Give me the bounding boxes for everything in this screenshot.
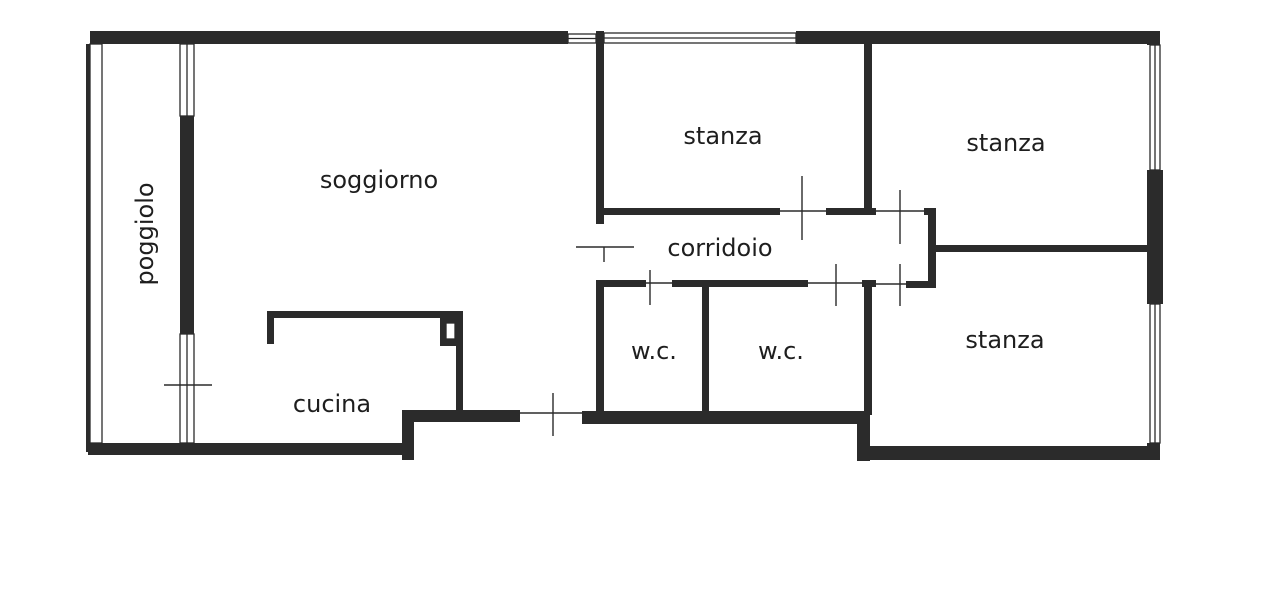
bottom-wall-right: [857, 446, 1160, 460]
bottom-wall-left: [88, 443, 414, 455]
left-wall: [86, 44, 90, 452]
label-stanza-top-right: stanza: [966, 129, 1045, 157]
top-wall-right: [796, 31, 1160, 44]
label-poggiolo: poggiolo: [131, 182, 159, 285]
outer-walls: [86, 31, 1163, 461]
balcony-rail: [89, 43, 103, 444]
wall-stanza-corridor-left: [596, 208, 780, 215]
kitchen-duct-inner: [445, 322, 456, 340]
room-labels: soggiorno poggiolo cucina corridoio w.c.…: [131, 122, 1046, 418]
wall-between-wc: [702, 287, 709, 413]
label-stanza-bottom-right: stanza: [965, 326, 1044, 354]
balcony-wall: [180, 116, 194, 334]
right-wall-bottom: [1147, 443, 1160, 460]
top-wall-left: [90, 31, 568, 44]
label-soggiorno: soggiorno: [320, 166, 438, 194]
label-corridoio: corridoio: [667, 234, 772, 262]
bottom-wall-wc: [582, 411, 870, 424]
wall-between-stanze: [864, 44, 872, 214]
kitchen-top-wall: [267, 311, 462, 318]
label-wc-right: w.c.: [758, 337, 804, 365]
label-cucina: cucina: [293, 390, 371, 418]
wall-corridor-bottom-b: [672, 280, 808, 287]
top-wall-pillar: [596, 31, 604, 44]
wall-stanza-bottom-left: [864, 280, 872, 415]
door-marks: [164, 176, 928, 436]
wall-wc-left: [596, 280, 604, 424]
label-stanza-top-middle: stanza: [683, 122, 762, 150]
wall-soggiorno-stanza: [596, 44, 604, 224]
wall-corridor-end: [928, 208, 936, 288]
kitchen-right-wall: [456, 311, 463, 416]
label-wc-left: w.c.: [631, 337, 677, 365]
interior-walls: [267, 44, 1147, 424]
wall-stanza-right-divider: [934, 245, 1147, 252]
right-wall-top: [1147, 31, 1160, 45]
kitchen-left-stub: [267, 311, 274, 344]
kitchen-step-wall: [402, 410, 414, 460]
windows: [89, 32, 1161, 444]
wall-stanza-corridor-right: [826, 208, 876, 215]
right-wall-middle: [1147, 170, 1163, 304]
